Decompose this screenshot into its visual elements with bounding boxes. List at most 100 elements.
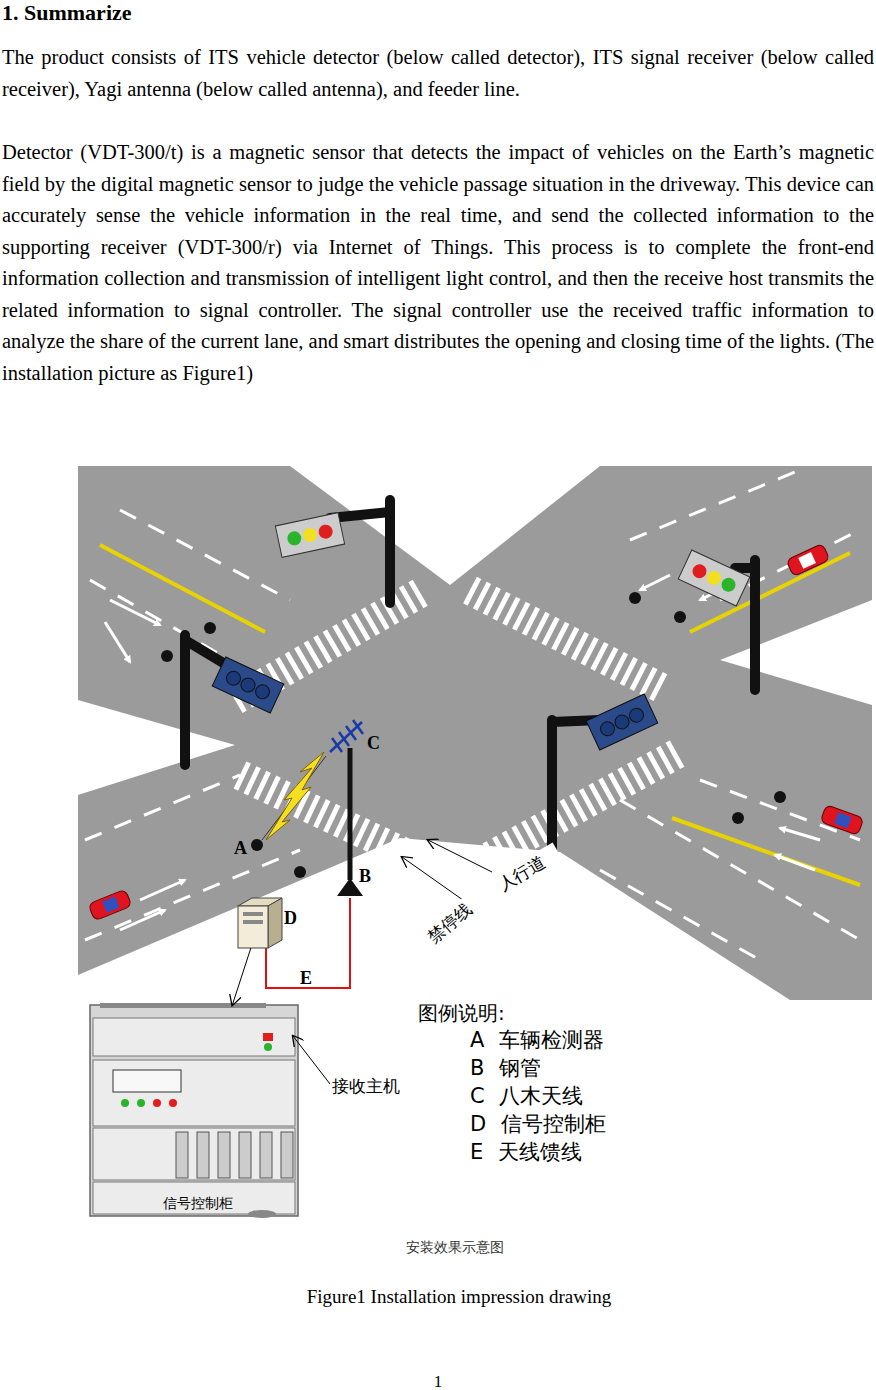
vehicle-detector-dot-part	[294, 866, 306, 878]
lane-arrow-part	[140, 880, 185, 900]
signal-cabinet-part	[93, 1128, 295, 1180]
road-surface-part	[78, 466, 872, 1000]
steel-pipe-part	[348, 748, 353, 880]
traffic-light-part	[678, 550, 750, 606]
callout-label: 接收主机	[332, 1075, 400, 1098]
receiver-host-computer-part	[238, 906, 268, 948]
vehicle-detector-dot-part	[629, 592, 641, 604]
traffic-light-part	[239, 676, 258, 695]
lane-dash-part	[120, 510, 290, 600]
traffic-light-part	[302, 527, 319, 544]
road-surface-part	[720, 600, 872, 705]
signal-cabinet-part	[100, 1003, 266, 1008]
vehicle-detector-dot	[161, 592, 786, 878]
receiver-host-computer-part	[268, 898, 282, 948]
yagi-antenna-part	[353, 720, 363, 734]
traffic-light-pole	[185, 500, 755, 850]
signal-cabinet-part	[90, 1005, 298, 1216]
yagi-antenna-part	[339, 732, 349, 746]
vehicle-detector-dot-part	[204, 622, 216, 634]
crosswalk-part	[480, 752, 680, 862]
traffic-light-pole-part	[547, 720, 557, 850]
traffic-light-part	[613, 713, 632, 732]
leader-line	[293, 840, 492, 1084]
antenna-feeder-part	[266, 898, 350, 988]
traffic-light-part	[705, 569, 724, 588]
vehicle-detector-dot-part	[674, 611, 686, 623]
car-part	[786, 543, 830, 576]
figure-subcaption: 安装效果示意图	[355, 1239, 555, 1257]
traffic-light-pole-part	[750, 560, 760, 690]
legend-entry: C 八木天线	[470, 1082, 583, 1110]
leader-line-part	[293, 1036, 330, 1084]
signal-cabinet-part	[121, 1099, 129, 1107]
signal-cabinet-part	[169, 1099, 177, 1107]
crosswalk	[235, 590, 680, 865]
body-paragraph: The product consists of ITS vehicle dete…	[2, 42, 874, 105]
node-text: 信号控制柜	[90, 1194, 306, 1212]
signal-cabinet-part	[248, 1210, 276, 1218]
traffic-light-pole-part	[180, 635, 190, 765]
callout-letter: C	[367, 733, 380, 754]
yagi-antenna	[330, 720, 363, 752]
lane-arrow-part	[775, 855, 815, 870]
callout-letter: D	[284, 908, 297, 929]
traffic-light-part	[212, 657, 284, 713]
receiver-host-computer	[238, 898, 282, 948]
signal-cabinet-part	[93, 1060, 295, 1126]
receiver-host-computer-part	[243, 912, 263, 916]
car-part	[820, 805, 864, 836]
traffic-light-part	[317, 523, 334, 540]
car-part	[102, 896, 119, 912]
yagi-antenna-part	[332, 738, 342, 752]
signal-cabinet-part	[93, 1018, 295, 1056]
legend-entry: A 车辆检测器	[470, 1026, 604, 1054]
traffic-light-part	[275, 513, 344, 558]
road-surface	[78, 466, 872, 1003]
signal-cabinet-part	[153, 1099, 161, 1107]
callout-letter: B	[359, 866, 371, 887]
car	[88, 543, 864, 920]
signal-cabinet: 信号控制柜	[90, 1005, 306, 1216]
center-line-part	[100, 545, 265, 632]
vehicle-detector-dot-part	[774, 791, 786, 803]
legend-entry: D 信号控制柜	[470, 1110, 606, 1138]
antenna-feeder	[266, 898, 350, 988]
traffic-light-part	[253, 682, 272, 701]
signal-cabinet-part	[176, 1132, 188, 1178]
signal-cabinet-part	[197, 1132, 209, 1178]
vehicle-detector-dot-part	[732, 812, 744, 824]
traffic-light-part	[690, 562, 709, 581]
wireless-signal-part	[266, 752, 324, 840]
lane-arrow-part	[110, 600, 160, 625]
car-part	[834, 812, 851, 828]
center-line	[100, 545, 860, 885]
signal-cabinet-part	[263, 1033, 273, 1041]
lane-dash-part	[630, 470, 800, 540]
leader-line-part	[402, 857, 470, 905]
traffic-light	[212, 513, 750, 750]
connector-arrow	[232, 948, 251, 1005]
signal-cabinet-part	[137, 1099, 145, 1107]
traffic-light-part	[224, 669, 243, 688]
signal-cabinet-part	[218, 1132, 230, 1178]
lane-arrow-part	[105, 622, 130, 662]
lane-dash	[85, 470, 860, 960]
body-paragraph: Detector (VDT-300/t) is a magnetic senso…	[2, 137, 874, 389]
road-surface-part	[78, 838, 790, 1000]
traffic-light-part	[586, 694, 658, 750]
receiver-host-computer: D	[236, 898, 282, 948]
section-heading: 1. Summarize	[2, 0, 132, 26]
leader-line-part	[428, 840, 492, 872]
receiver-host-computer-part	[243, 920, 263, 924]
car-part	[820, 805, 864, 836]
lane-arrow-part	[780, 828, 820, 840]
signal-cabinet	[90, 1003, 298, 1218]
traffic-light-part	[719, 575, 738, 594]
signal-cabinet-part	[113, 1070, 181, 1092]
car-part	[798, 552, 816, 569]
legend-entry: E 天线馈线	[470, 1138, 582, 1166]
lane-dash-part	[85, 775, 240, 840]
signal-cabinet-part	[239, 1132, 251, 1178]
